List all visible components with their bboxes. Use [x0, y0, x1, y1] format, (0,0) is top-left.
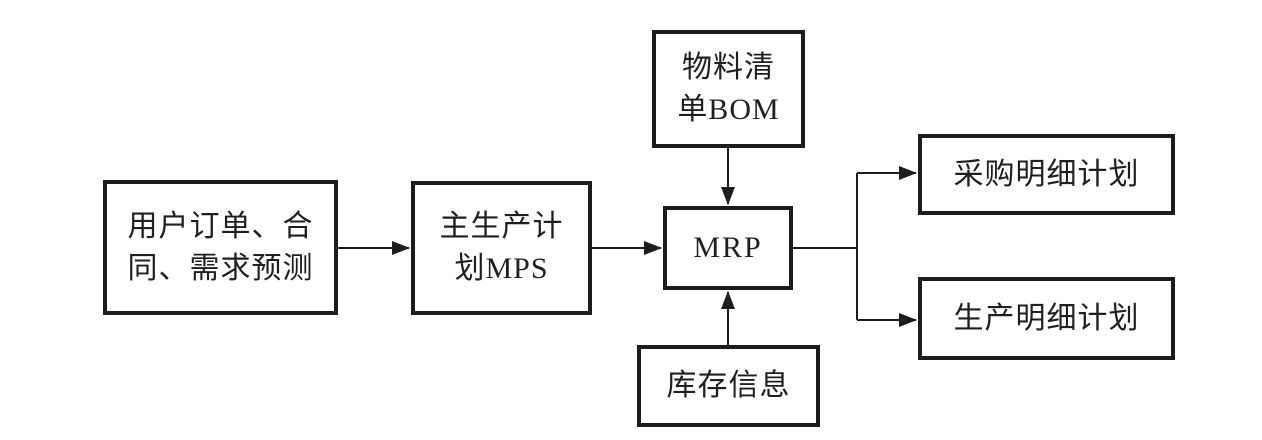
node-label-line: 用户订单、合 — [127, 209, 314, 243]
node-label-line: 划MPS — [454, 252, 549, 285]
node-label: 生产明细计划 — [953, 301, 1140, 335]
node-bill-of-materials: 物料清 单BOM — [652, 30, 805, 148]
node-inventory-info: 库存信息 — [637, 345, 820, 427]
node-label-line: 同、需求预测 — [127, 251, 314, 285]
node-label: 采购明细计划 — [953, 157, 1140, 191]
node-label-line: 单BOM — [677, 93, 780, 126]
node-label-line: 主生产计 — [439, 210, 564, 243]
node-production-detail-plan: 生产明细计划 — [918, 277, 1175, 360]
branch-line-mrp-outputs — [793, 173, 858, 320]
node-label: 库存信息 — [666, 369, 791, 402]
node-user-orders-contracts-forecast: 用户订单、合 同、需求预测 — [103, 180, 338, 315]
node-mrp: MRP — [663, 206, 793, 290]
node-purchase-detail-plan: 采购明细计划 — [918, 134, 1175, 215]
node-label-line: 物料清 — [682, 51, 775, 84]
node-master-production-schedule: 主生产计 划MPS — [411, 181, 592, 315]
node-label: MRP — [693, 231, 763, 264]
